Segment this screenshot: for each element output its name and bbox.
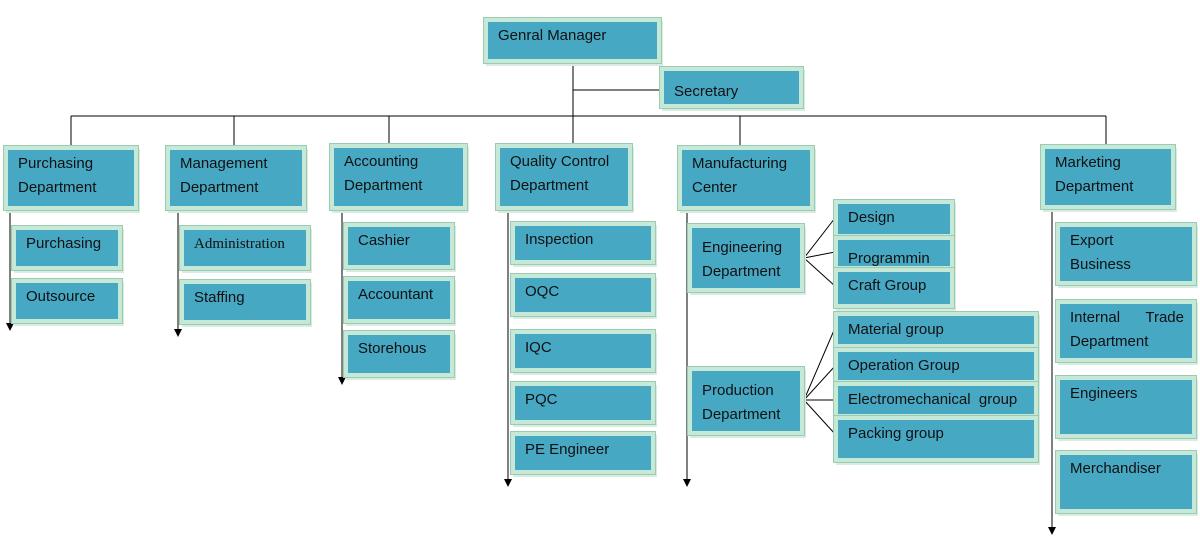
operation-group-item-box: Operation Group: [833, 347, 1039, 385]
export-business-item-label: Export Business: [1070, 232, 1131, 273]
craft-group-item-label: Craft Group: [848, 277, 927, 294]
pqc-item-box: PQC: [510, 381, 656, 425]
packing-group-item-label: Packing group: [848, 425, 944, 442]
oqc-item-box: OQC: [510, 273, 656, 317]
pe-engineer-item-box: PE Engineer: [510, 431, 656, 475]
storehous-item-label: Storehous: [358, 340, 427, 357]
design-item-box: Design: [833, 199, 955, 239]
staffing-item-label: Staffing: [194, 289, 245, 306]
cashier-item-box: Cashier: [343, 222, 455, 270]
internal-trade-department-item-box: Internal Trade Department: [1055, 299, 1197, 363]
material-group-item-label: Material group: [848, 321, 944, 338]
storehous-item-box: Storehous: [343, 330, 455, 378]
engineers-item-label: Engineers: [1070, 385, 1138, 402]
manufacturing-center-label: Manufacturing Center: [692, 155, 788, 196]
packing-group-item-box: Packing group: [833, 415, 1039, 463]
iqc-item-box: IQC: [510, 329, 656, 373]
pqc-item-label: PQC: [525, 391, 558, 408]
secretary-box: Secretary: [659, 66, 804, 109]
purchasing-item-box: Purchasing: [11, 225, 123, 271]
export-business-item-box: Export Business: [1055, 222, 1197, 286]
outsource-item-box: Outsource: [11, 278, 123, 324]
quality-control-department-box: Quality Control Department: [495, 143, 633, 211]
electromechanical-group-item-label: Electromechanical group: [848, 391, 1018, 408]
cashier-item-label: Cashier: [358, 232, 410, 249]
accounting-department-label: Accounting Department: [344, 153, 423, 194]
craft-group-item-box: Craft Group: [833, 267, 955, 309]
merchandiser-item-label: Merchandiser: [1070, 460, 1161, 477]
purchasing-department-label: Purchasing Department: [18, 155, 97, 196]
purchasing-item-label: Purchasing: [26, 235, 102, 252]
engineering-department-label: Engineering Department: [702, 239, 783, 280]
accountant-item-box: Accountant: [343, 276, 455, 324]
internal-trade-department-item-label: Internal Trade Department: [1070, 309, 1184, 350]
outsource-item-label: Outsource: [26, 288, 96, 305]
accounting-department-box: Accounting Department: [329, 143, 468, 211]
merchandiser-item-box: Merchandiser: [1055, 450, 1197, 514]
electromechanical-group-item-box: Electromechanical group: [833, 381, 1039, 419]
purchasing-department-box: Purchasing Department: [3, 145, 139, 211]
inspection-item-label: Inspection: [525, 231, 594, 248]
operation-group-item-label: Operation Group: [848, 357, 960, 374]
engineers-item-box: Engineers: [1055, 375, 1197, 439]
iqc-item-label: IQC: [525, 339, 552, 356]
production-department-box: Production Department: [687, 366, 805, 436]
administration-item-label: Administration: [194, 236, 285, 252]
pe-engineer-item-label: PE Engineer: [525, 441, 610, 458]
manufacturing-center-box: Manufacturing Center: [677, 145, 815, 211]
marketing-department-box: Marketing Department: [1040, 144, 1176, 210]
marketing-department-label: Marketing Department: [1055, 154, 1134, 195]
management-department-label: Management Department: [180, 155, 268, 196]
material-group-item-box: Material group: [833, 311, 1039, 349]
programmin-item-label: Programmin: [848, 250, 930, 267]
quality-control-department-label: Quality Control Department: [510, 153, 610, 194]
design-item-label: Design: [848, 209, 895, 226]
management-department-box: Management Department: [165, 145, 307, 211]
programmin-item-box: Programmin: [833, 235, 955, 271]
general-manager-label: Genral Manager: [498, 27, 607, 44]
accountant-item-label: Accountant: [358, 286, 434, 303]
inspection-item-box: Inspection: [510, 221, 656, 265]
engineering-department-box: Engineering Department: [687, 223, 805, 293]
production-department-label: Production Department: [702, 382, 781, 423]
general-manager-box: Genral Manager: [483, 17, 662, 64]
staffing-item-box: Staffing: [179, 279, 311, 325]
administration-item-box: Administration: [179, 225, 311, 271]
oqc-item-label: OQC: [525, 283, 560, 300]
secretary-label: Secretary: [674, 83, 739, 100]
